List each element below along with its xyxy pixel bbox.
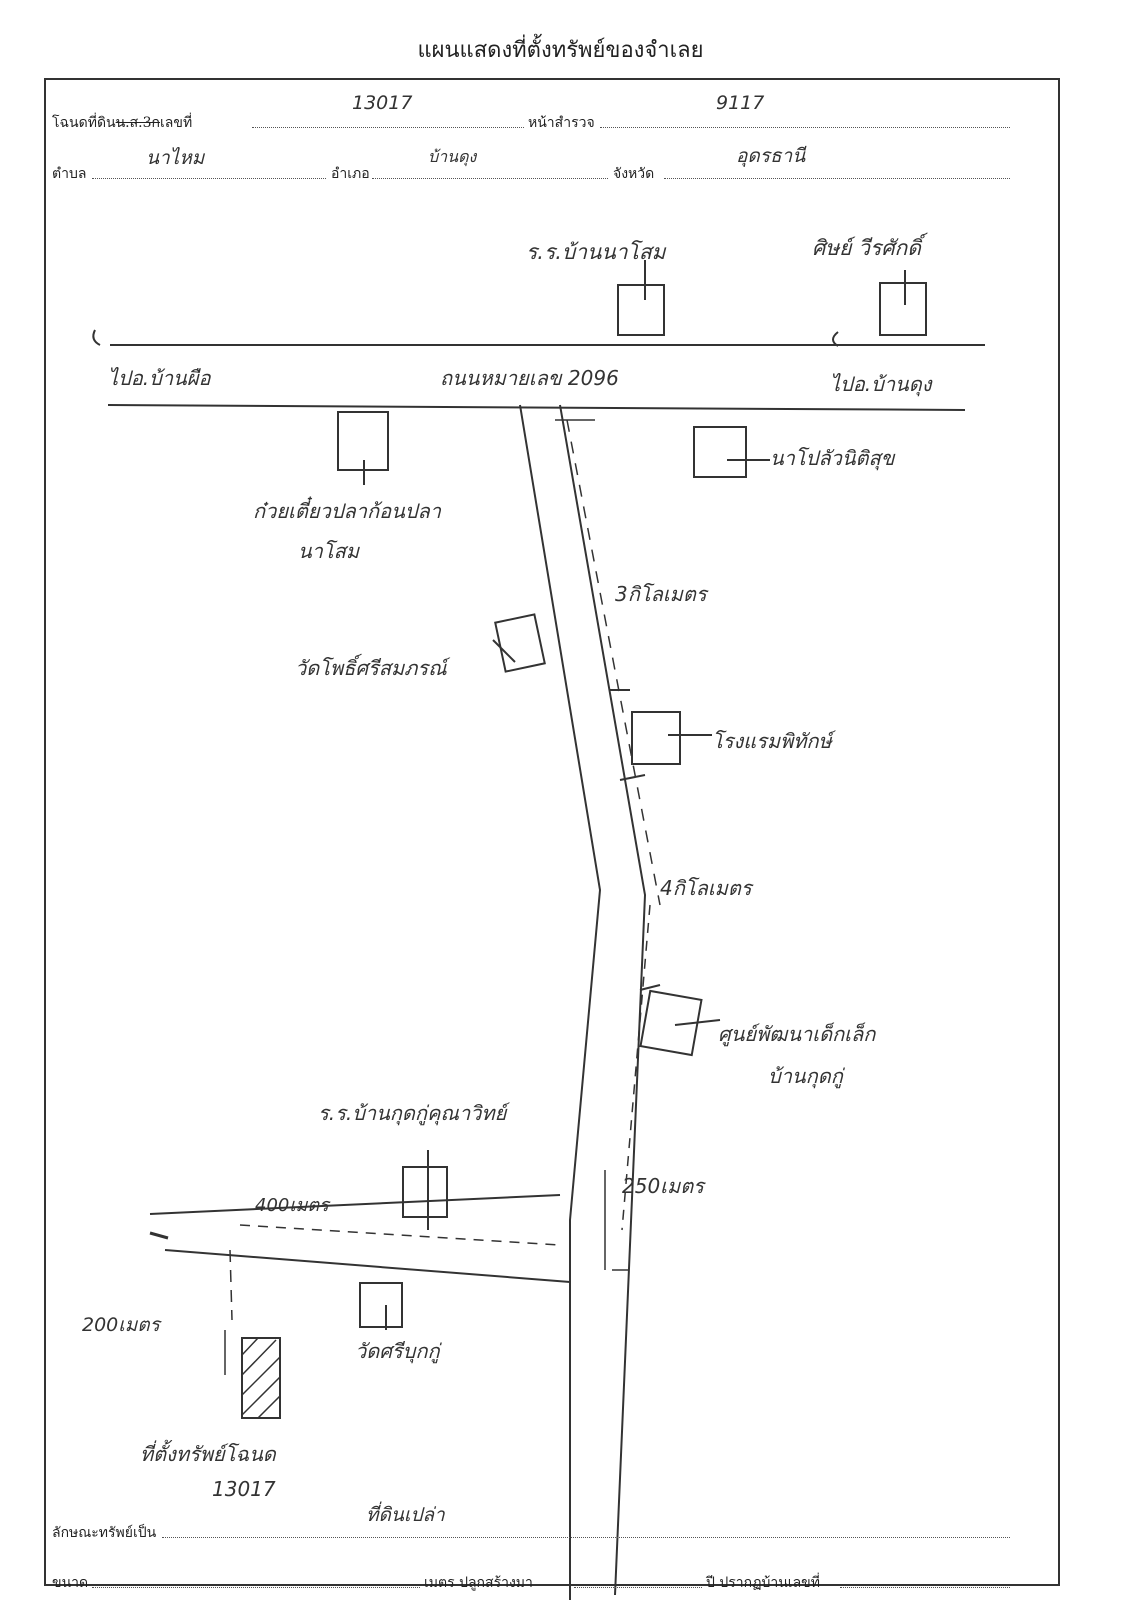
meter-built-label: เมตร ปลูกสร้างมา [424,1575,533,1591]
survey-number-value: 9117 [716,92,765,114]
map-label-highway: ถนนหมายเลข 2096 [440,366,619,390]
deed-label: โฉนดที่ดินน.ส.3กเลขที่ [52,115,193,131]
map-label-school-top-right: ศิษย์ วีรศักดิ์ [812,236,921,260]
map-label-post-right: ไปอ.บ้านดุง [830,372,932,396]
district-label: อำเภอ [331,166,370,182]
year-house-label: ปี ปรากฏบ้านเลขที่ [706,1575,820,1591]
map-label-distance-3km: 3กิโลเมตร [615,582,707,606]
subdistrict-label: ตำบล [52,166,87,182]
map-label-distance-200m: 200เมตร [82,1314,160,1336]
deed-number-value: 13017 [352,92,413,114]
deed-label-struck: น.ส.3ก [115,115,161,131]
form-frame [44,78,1060,1586]
map-label-shrine: ก๋วยเตี๋ยวปลาก้อนปลา [253,499,441,523]
map-label-school-mid: โรงแรมพิทักษ์ [712,729,832,753]
property-type-label: ลักษณะทรัพย์เป็น [52,1525,157,1541]
page-title: แผนแสดงที่ตั้งทรัพย์ของจำเลย [417,38,704,63]
map-label-shrine-sub: นาโสม [298,539,360,563]
map-label-property-line1: ที่ตั้งทรัพย์โฉนด [140,1442,276,1466]
map-label-temple-bottom: วัดศรีบุกกู่ [355,1339,440,1363]
map-label-school-top: ร.ร.บ้านนาโสม [526,240,666,264]
province-value: อุดรธานี [736,145,806,167]
map-label-distance-4km: 4กิโลเมตร [660,876,752,900]
map-label-temple-mid: วัดโพธิ์ศรีสมภรณ์ [295,656,447,680]
map-label-post-left: ไปอ.บ้านผือ [108,366,211,390]
map-label-property-line2: 13017 [212,1477,276,1501]
map-label-distance-400m: 400เมตร [255,1195,329,1216]
size-label: ขนาด [52,1575,89,1591]
subdistrict-value: นาไหม [146,147,205,169]
survey-label: หน้าสำรวจ [528,115,595,131]
map-label-health: นาโปลัวนิติสุข [770,446,895,470]
map-label-center-line1: ศูนย์พัฒนาเด็กเล็ก [718,1022,876,1046]
map-label-center-line2: บ้านกุดกู่ [768,1064,843,1088]
property-type-value: ที่ดินเปล่า [366,1504,445,1526]
map-label-distance-250m: 250เมตร [622,1174,704,1198]
map-label-school-bottom: ร.ร.บ้านกุดกู่คุณาวิทย์ [318,1101,507,1125]
province-label: จังหวัด [613,166,655,182]
district-value: บ้านดุง [428,147,477,166]
